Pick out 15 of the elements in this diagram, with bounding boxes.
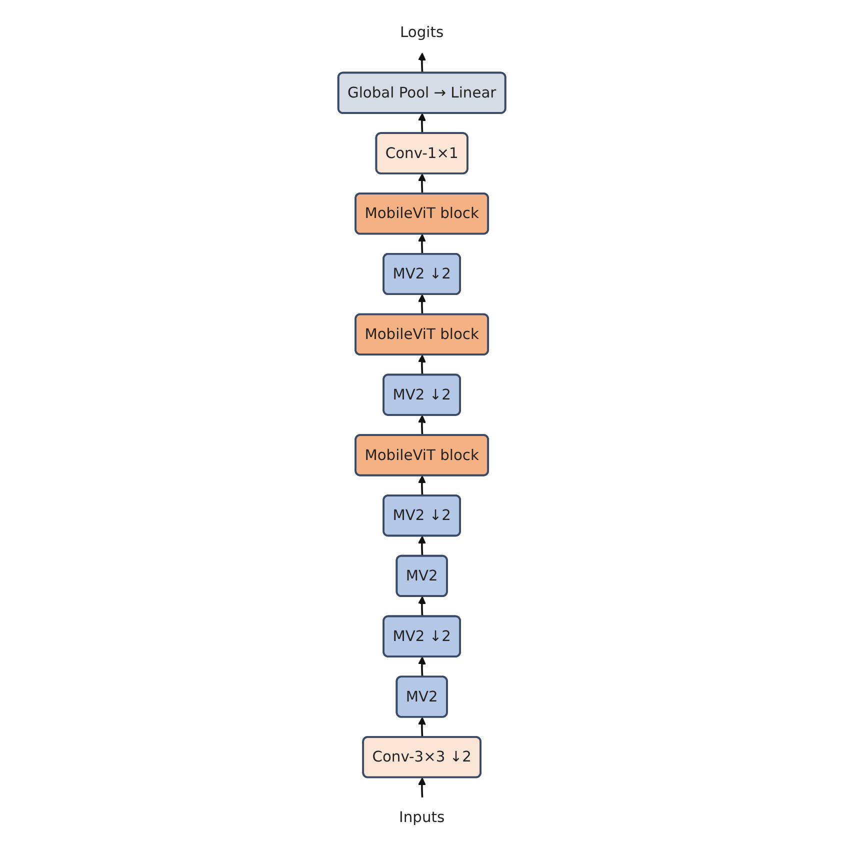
arrow <box>418 173 426 194</box>
arrow <box>418 656 426 678</box>
arrow <box>418 596 426 617</box>
arrow <box>418 716 426 738</box>
arrow <box>418 113 426 134</box>
node-text: Inputs <box>398 808 444 826</box>
arrow <box>418 354 426 376</box>
arrow <box>418 415 426 436</box>
node-text: Logits <box>400 23 444 41</box>
arrow <box>418 52 426 74</box>
arrow <box>418 777 426 798</box>
arrow <box>418 294 426 315</box>
arrow <box>418 536 426 556</box>
arrow <box>418 234 426 254</box>
arrow <box>418 475 426 496</box>
